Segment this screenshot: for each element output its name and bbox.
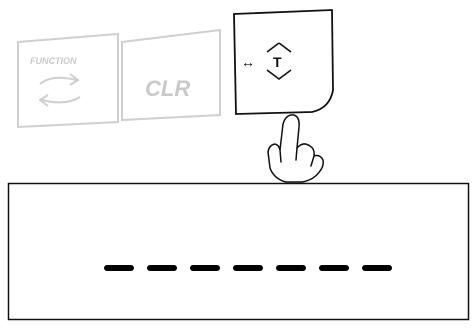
clr-key-label: CLR bbox=[145, 76, 190, 101]
function-key-label: FUNCTION bbox=[30, 56, 77, 66]
function-key[interactable]: FUNCTION bbox=[18, 34, 118, 127]
tare-arrow-glyph: ↔ bbox=[241, 54, 255, 70]
pointing-hand-icon bbox=[268, 115, 323, 182]
tare-key-label: T bbox=[273, 54, 282, 70]
tare-key[interactable]: ↔ T bbox=[234, 10, 333, 114]
weight-display: - - - - - - - bbox=[9, 184, 469, 320]
clr-key[interactable]: CLR bbox=[122, 30, 220, 120]
